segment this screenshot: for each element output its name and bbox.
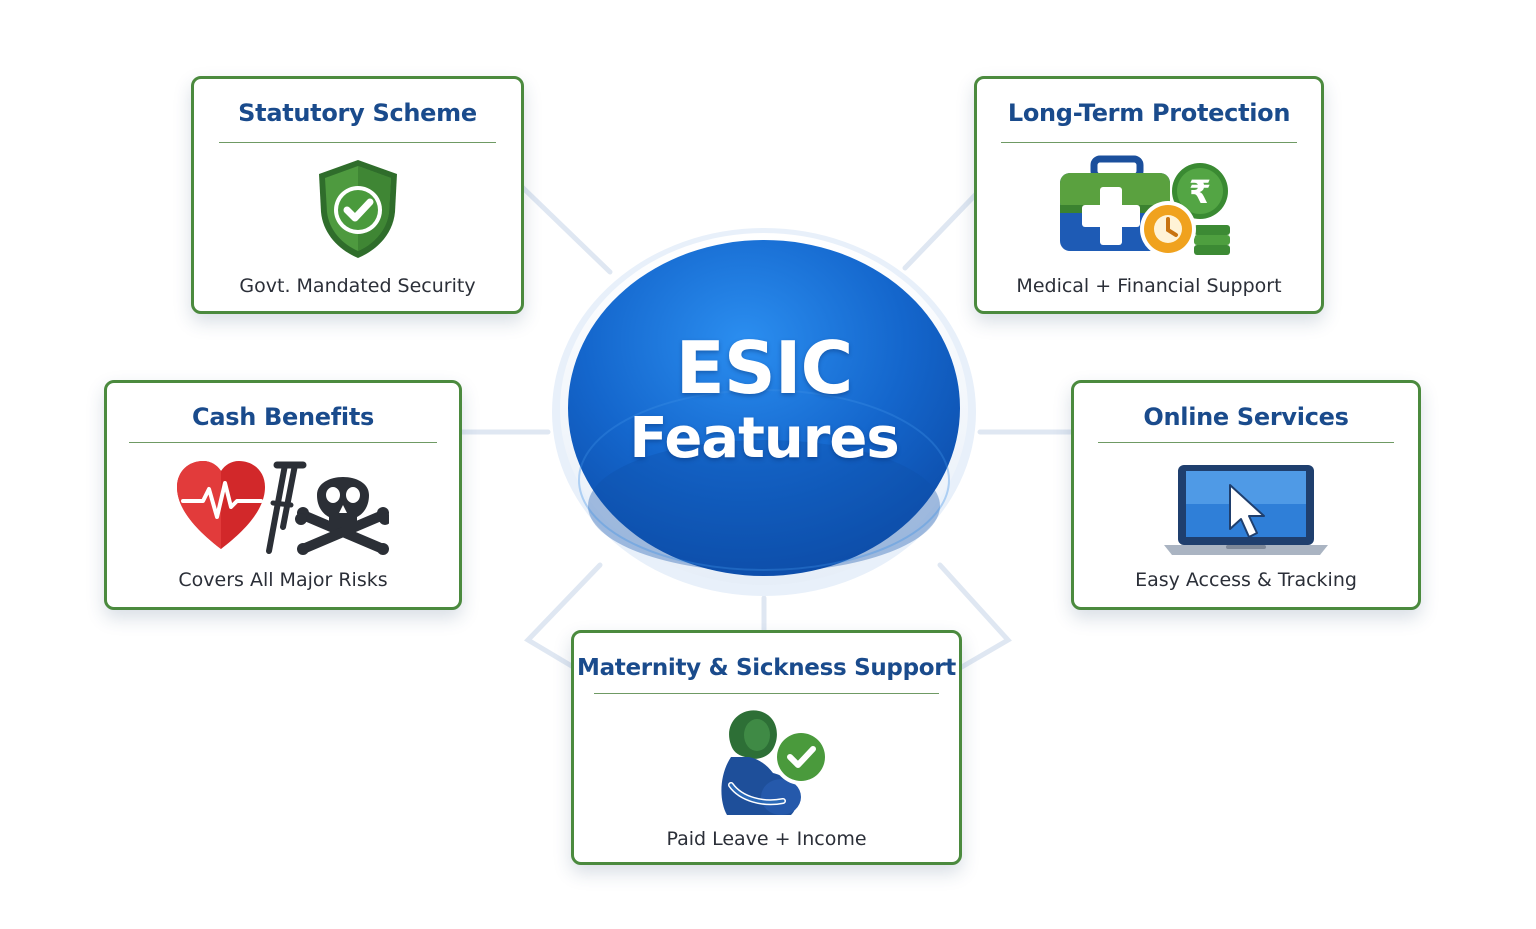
card-title: Online Services	[1143, 403, 1349, 431]
medical-kit-rupee-icon: ₹	[977, 153, 1321, 263]
center-title-line1: ESIC	[675, 326, 854, 410]
center-hub: ESIC Features	[550, 220, 978, 598]
card-cash-benefits: Cash Benefits	[104, 380, 462, 610]
card-title: Long-Term Protection	[1007, 99, 1291, 127]
card-caption: Easy Access & Tracking	[1135, 569, 1357, 591]
card-title: Maternity & Sickness Support	[576, 655, 956, 681]
card-caption: Paid Leave + Income	[666, 828, 867, 850]
card-divider	[594, 693, 939, 694]
card-caption: Medical + Financial Support	[1016, 275, 1282, 297]
card-caption: Govt. Mandated Security	[239, 275, 476, 297]
card-caption: Covers All Major Risks	[178, 569, 388, 591]
center-title-line2: Features	[629, 406, 899, 471]
card-title: Statutory Scheme	[238, 99, 477, 127]
connector-maternity-right	[937, 562, 1012, 671]
svg-text:₹: ₹	[1189, 173, 1211, 211]
connector-statutory	[517, 182, 613, 275]
card-divider	[129, 442, 437, 443]
heart-crutch-skull-icon	[107, 453, 459, 563]
shield-check-icon	[194, 153, 521, 263]
card-maternity-sickness-support: Maternity & Sickness Support Paid Leave …	[571, 630, 962, 865]
card-long-term-protection: Long-Term Protection ₹ Med	[974, 76, 1324, 314]
card-online-services: Online Services Easy Access & Tracking	[1071, 380, 1421, 610]
connector-maternity-left	[524, 562, 603, 671]
laptop-cursor-icon	[1074, 453, 1418, 563]
card-title: Cash Benefits	[192, 403, 374, 431]
card-divider	[1001, 142, 1297, 143]
pregnant-woman-check-icon	[574, 703, 959, 821]
connector-longterm	[902, 187, 983, 271]
center-hub-shape	[552, 228, 976, 596]
card-divider	[219, 142, 496, 143]
card-statutory-scheme: Statutory Scheme Govt. Mandated Security	[191, 76, 524, 314]
card-divider	[1098, 442, 1394, 443]
